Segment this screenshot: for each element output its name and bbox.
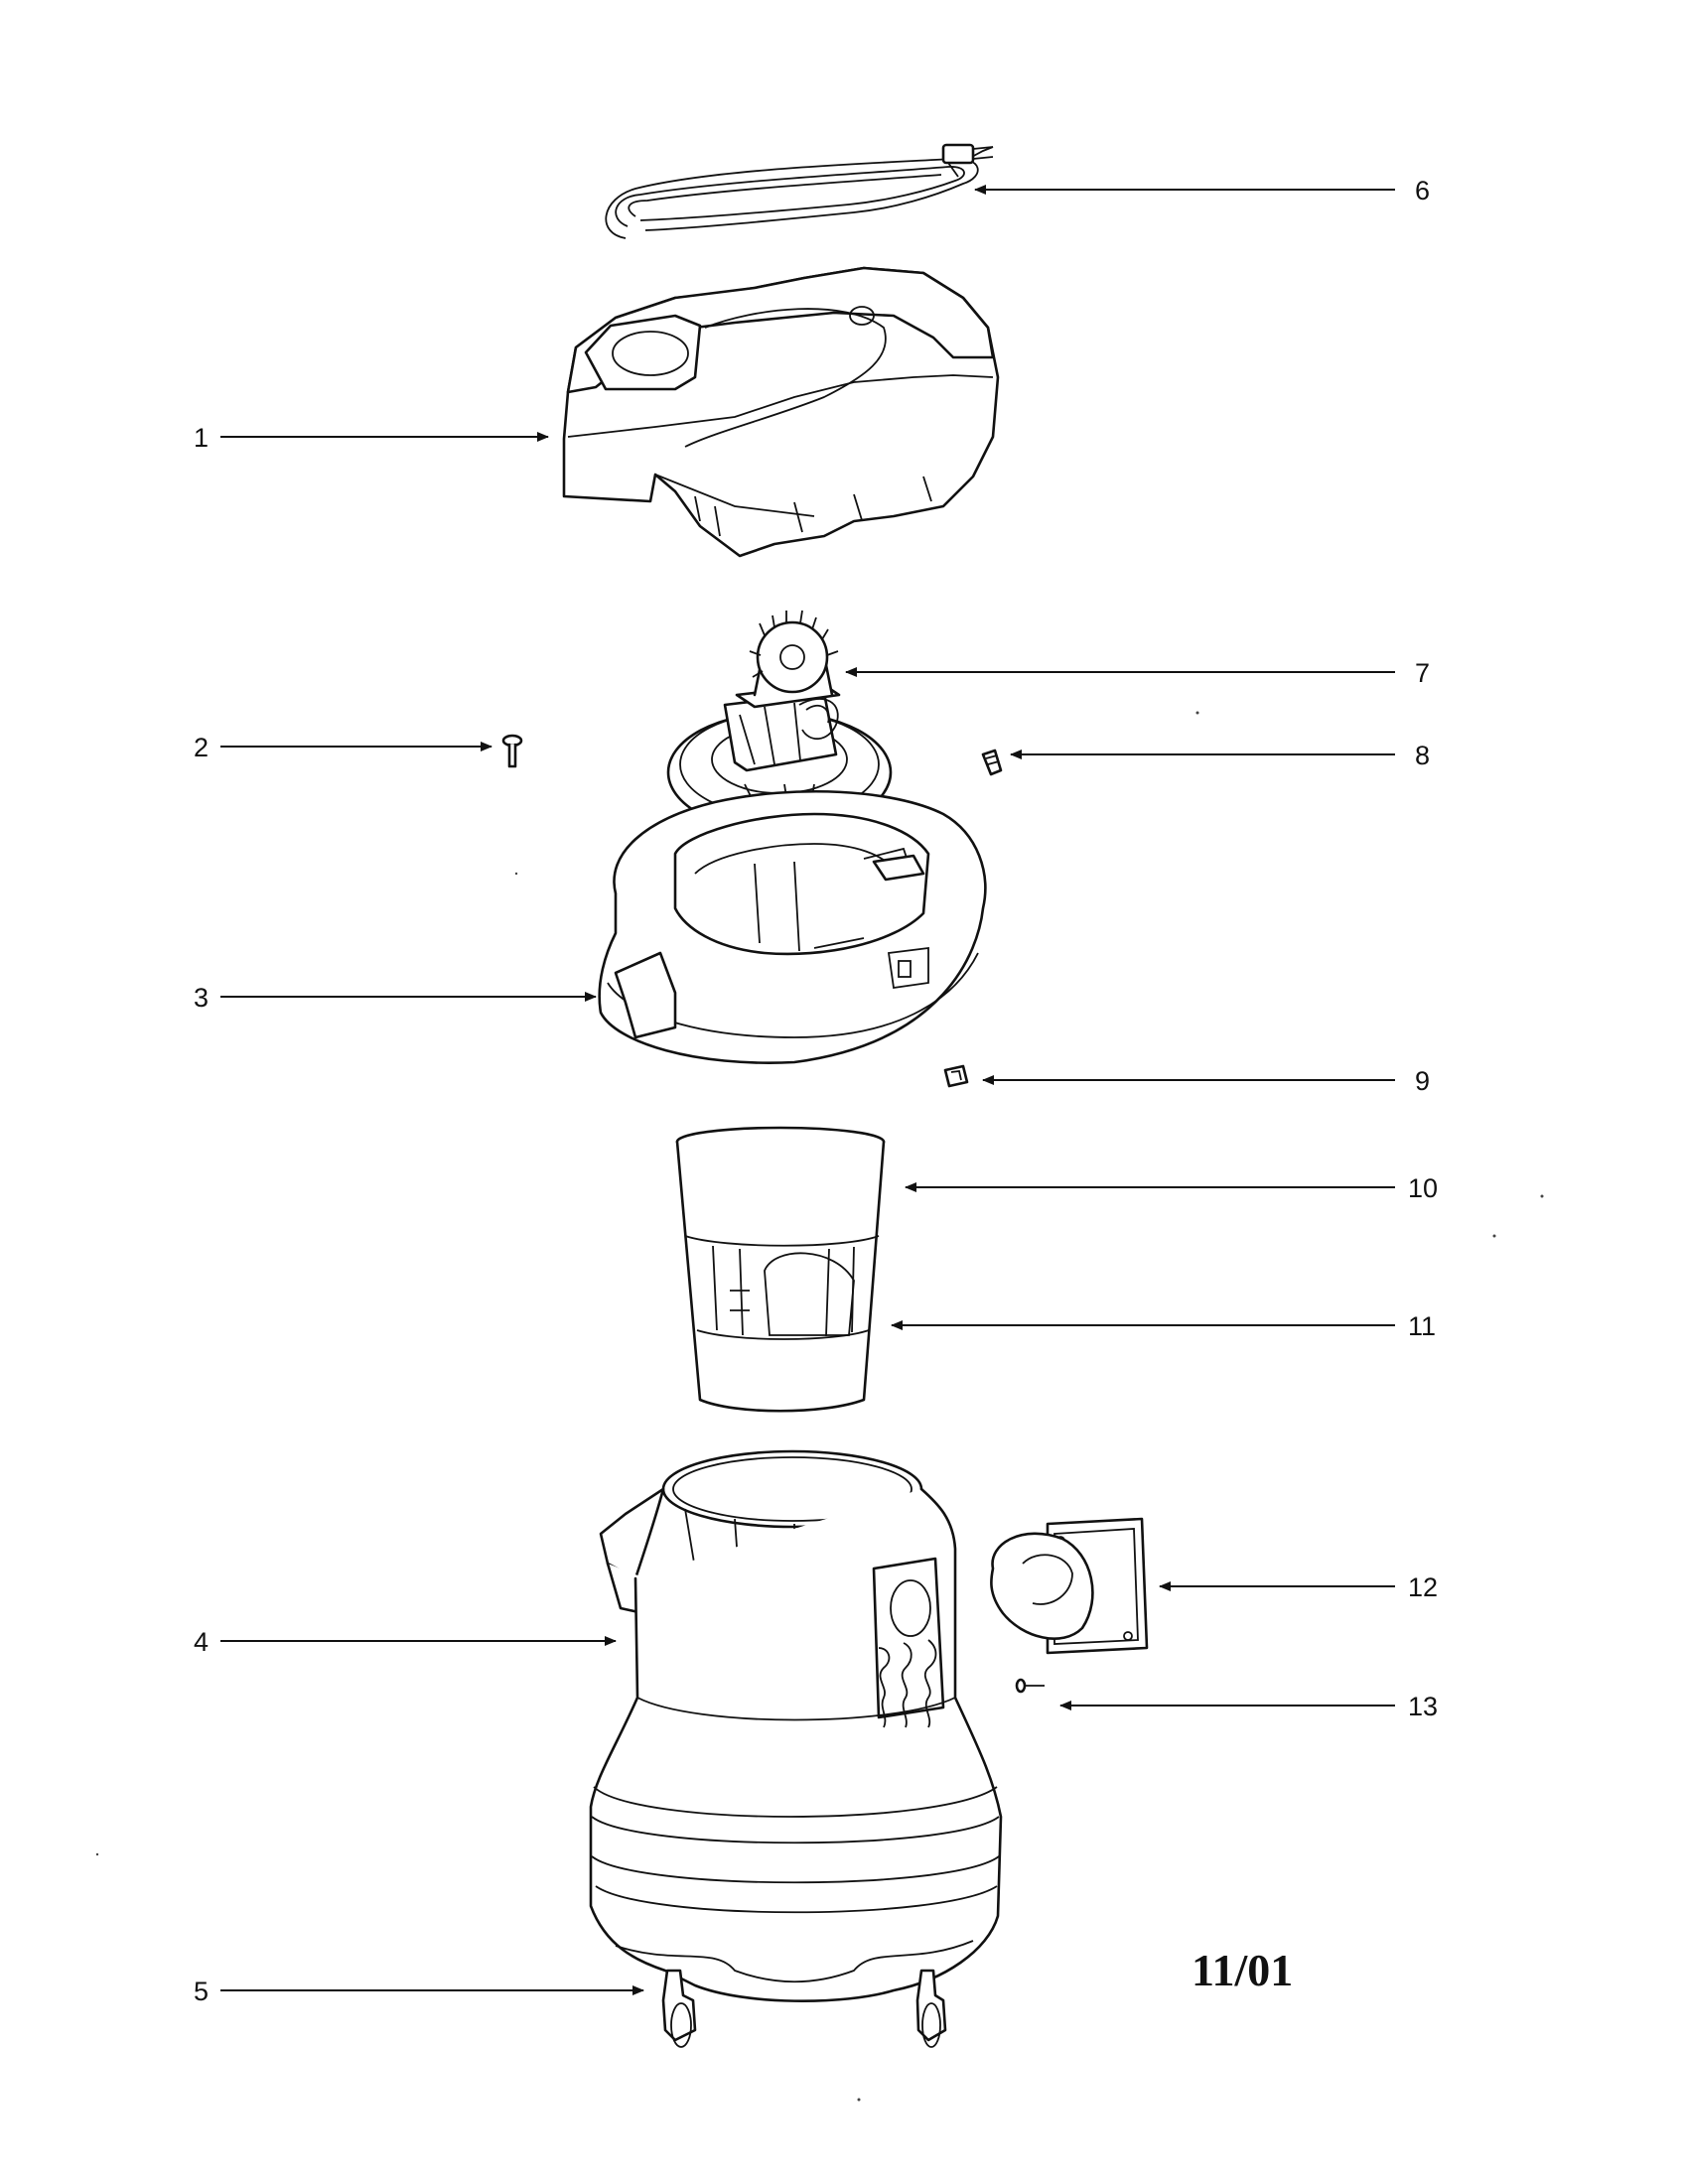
caster-part (661, 1969, 947, 2048)
filter-part (675, 1126, 886, 1413)
collection-tank-part (589, 1449, 1003, 2002)
motor-cover-part (562, 266, 1000, 558)
inlet-screw-part (1015, 1678, 1045, 1694)
callout-4: 4 (194, 1627, 209, 1657)
callout-3: 3 (194, 983, 209, 1013)
callout-labels: 6 1 7 2 8 3 9 10 11 12 4 13 5 (194, 176, 1438, 2006)
callout-6: 6 (1415, 176, 1430, 205)
filter-cage-part (712, 1245, 855, 1337)
callout-2: 2 (194, 733, 209, 762)
date-code: 11/01 (1192, 1945, 1293, 1995)
hose-inlet-part (990, 1517, 1149, 1655)
callout-11: 11 (1408, 1311, 1436, 1341)
scan-specks (95, 711, 1544, 2102)
callout-8: 8 (1415, 741, 1430, 770)
callout-12: 12 (1408, 1572, 1438, 1602)
callout-7: 7 (1415, 658, 1430, 688)
leader-lines (220, 185, 1395, 1995)
callout-5: 5 (194, 1977, 209, 2006)
callout-9: 9 (1415, 1066, 1430, 1096)
callout-13: 13 (1408, 1692, 1438, 1721)
callout-10: 10 (1408, 1173, 1438, 1203)
wire-connector-part (981, 749, 1003, 776)
power-cord-part (605, 143, 994, 239)
callout-1: 1 (194, 423, 209, 453)
switch-part (943, 1064, 969, 1088)
lid-part (598, 789, 987, 1064)
screw-part (501, 734, 523, 768)
